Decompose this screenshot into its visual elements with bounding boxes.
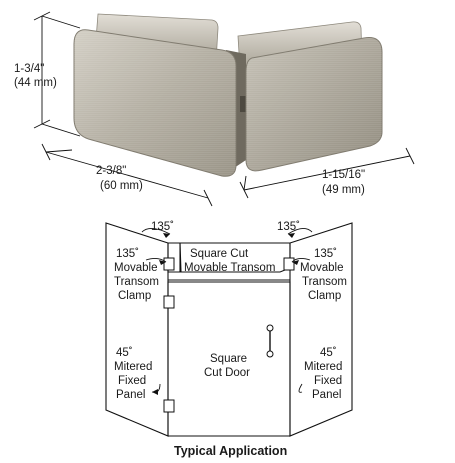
clamp-left-line2: Movable [114,262,157,274]
panel-left-line1: 45˚ [116,347,133,359]
clamp-right-line1: 135˚ [314,248,337,260]
glass-clamp-image [73,13,383,177]
panel-right-line2: Mitered [304,361,342,373]
width-right-mm: (49 mm) [322,184,365,196]
dimension-width-right: 1-15/16" (49 mm) [239,147,415,199]
width-left-mm: (60 mm) [100,180,143,192]
panel-left-line3: Fixed [118,375,146,387]
width-right-inches: 1-15/16" [322,169,365,181]
transom-label-line2: Movable Transom [184,262,275,274]
height-mm: (44 mm) [14,77,57,89]
dimension-width-left: 2-3/8" (60 mm) [41,143,213,207]
clamp-left-line4: Clamp [118,290,151,302]
clamp-left-line3: Transom [114,276,159,288]
door-hinge-bottom [163,399,175,413]
door-label-line1: Square [210,353,247,365]
clamp-right-line3: Transom [302,276,347,288]
width-left-inches: 2-3/8" [96,165,126,177]
door-panel [167,281,291,437]
clamp-right-line2: Movable [300,262,343,274]
panel-right-line1: 45˚ [320,347,337,359]
door-hinge-top [163,295,175,309]
transom-clamp-left [163,257,175,271]
angle-right-leader [287,228,313,235]
caption: Typical Application [174,444,287,458]
panel-right-line3: Fixed [314,375,342,387]
door-label-line2: Cut Door [204,367,250,379]
application-diagram: 135˚ 135˚ Square Cut Movable Transom 135… [105,221,353,458]
clamp-right-line4: Clamp [308,290,341,302]
angle-left-leader [141,228,171,235]
panel-right-line4: Panel [312,389,341,401]
transom-clamp-right [283,257,295,271]
transom-label-line1: Square Cut [190,248,249,260]
panel-left-line4: Panel [116,389,145,401]
height-inches: 1-3/4" [14,63,44,75]
dimension-height: 1-3/4" (44 mm) [14,11,81,137]
angle-right-label: 135˚ [277,221,300,233]
panel-left-line2: Mitered [114,361,152,373]
clamp-left-line1: 135˚ [116,248,139,260]
angle-left-label: 135˚ [151,221,174,233]
